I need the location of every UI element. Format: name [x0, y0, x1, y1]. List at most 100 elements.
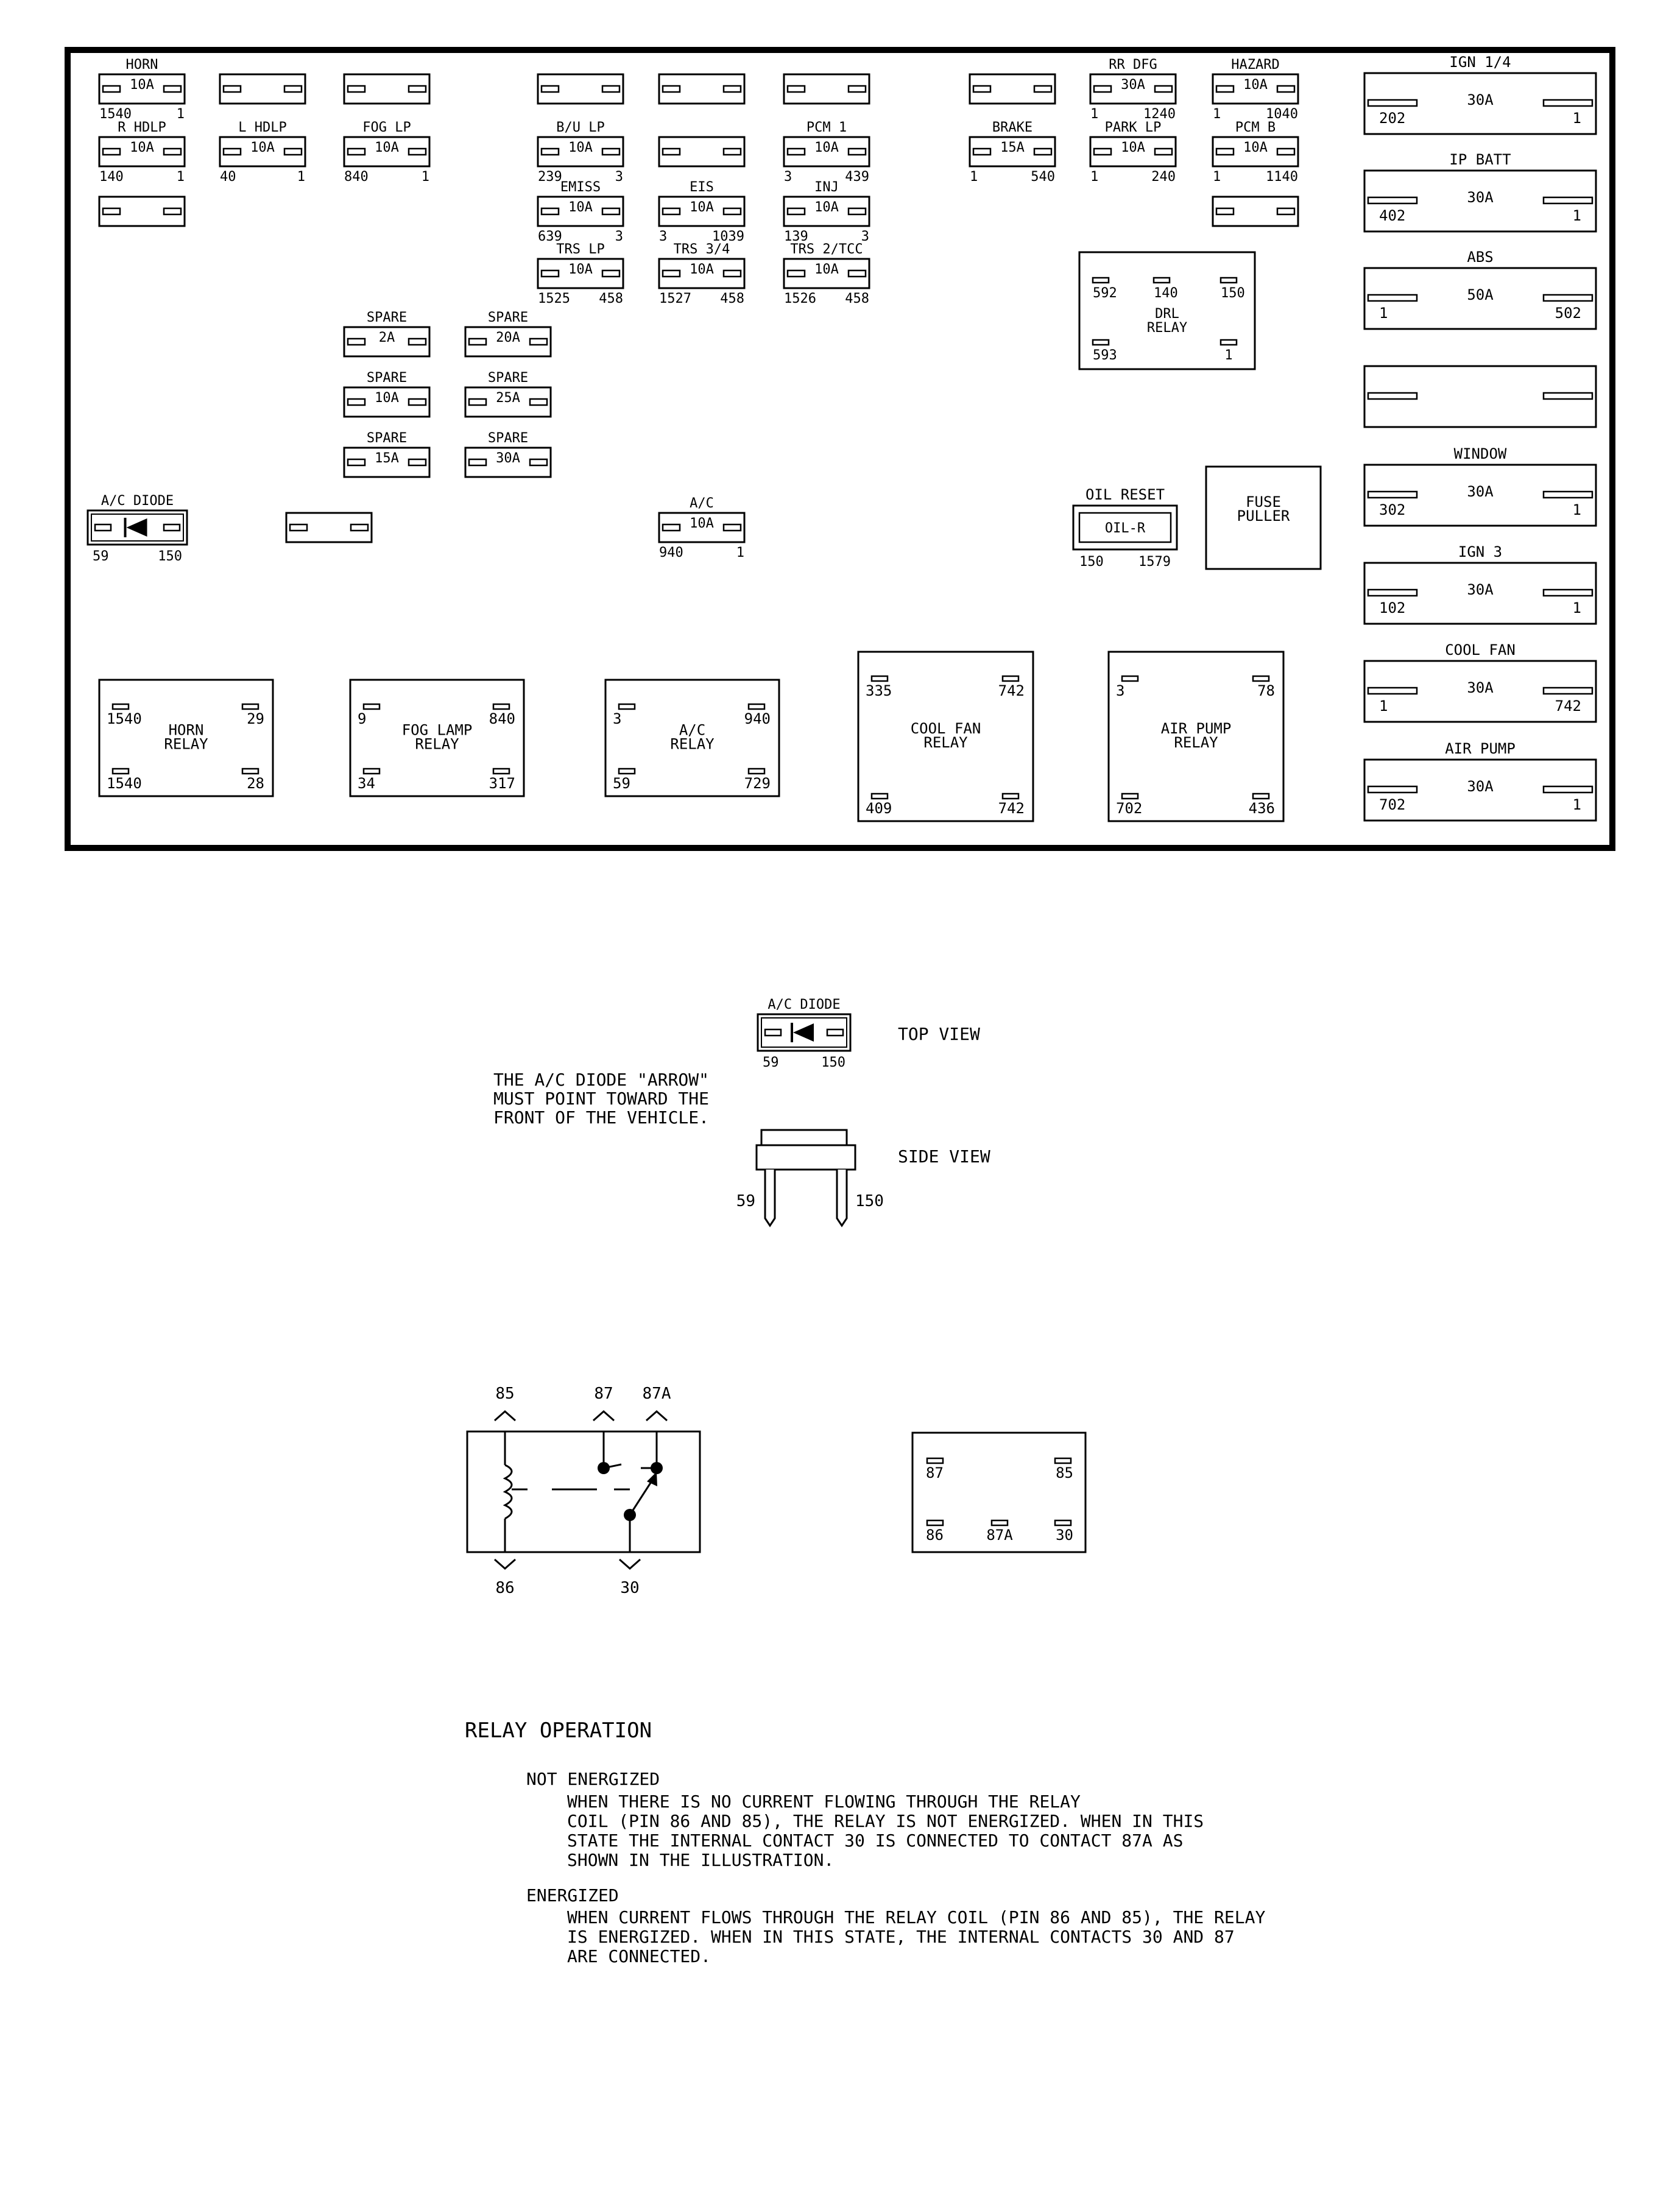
relay-label: A/C [679, 722, 705, 739]
fuse-puller-label: PULLER [1237, 507, 1290, 524]
fuse-body [1212, 73, 1299, 105]
relay-pin-terminal [1219, 277, 1238, 284]
fuse-blade-right [529, 398, 548, 406]
maxi-pin-right: 1 [1573, 796, 1581, 813]
fuse-blade-left [786, 207, 806, 216]
fuse-pin-left: 3 [659, 229, 667, 244]
relay-label: RELAY [415, 736, 459, 753]
fuse-name: PARK LP [1105, 120, 1162, 135]
oil-reset-inner [1078, 512, 1172, 543]
fuse-pin-right: 1 [297, 169, 305, 185]
maxi-pin-left: 302 [1379, 501, 1405, 518]
maxi-pin-right: 1 [1573, 501, 1581, 518]
fuse-blade-left [289, 523, 308, 532]
fuse-pin-right: 1039 [712, 229, 744, 244]
fuse-rating: 10A [1243, 77, 1268, 93]
fuse-blade-right [601, 269, 621, 278]
diode-side-top [760, 1129, 848, 1146]
fuse-blade-right [1154, 85, 1173, 93]
fuse-blade-right [722, 147, 742, 156]
maxi-blade-left [1367, 687, 1418, 695]
fuse-rating: 10A [1243, 140, 1268, 155]
fuse-body [285, 512, 373, 543]
fuse-blade-right [408, 458, 427, 467]
relay-pin-terminal [1001, 675, 1020, 682]
maxi-fuse-body [1363, 169, 1597, 233]
fuse-blade-right [1033, 85, 1053, 93]
fuse-empty-h [969, 73, 1056, 105]
fuse-blade-right [722, 207, 742, 216]
fuse-pin-right: 1040 [1266, 107, 1298, 122]
fuse-blade-right [1154, 147, 1173, 156]
fuse-name: SPARE [488, 370, 528, 386]
relay-pin-label: 593 [1093, 348, 1117, 363]
relay-pin-terminal [1092, 339, 1110, 346]
maxi-blade-left [1367, 785, 1418, 794]
fuse-pin-right: 1 [736, 545, 744, 560]
schematic-pin-86: 86 [495, 1579, 514, 1597]
fuse-pin-right: 1240 [1143, 107, 1176, 122]
side-view-label: SIDE VIEW [898, 1146, 990, 1167]
schematic-pin-30: 30 [620, 1579, 639, 1597]
relay-pin-label: 3 [613, 710, 621, 727]
fuse-blade-right [350, 523, 369, 532]
fuse-blade-left [662, 207, 681, 216]
maxi-fuse-name: IGN 3 [1458, 543, 1502, 560]
relay-pin-terminal [241, 703, 259, 710]
diode-arrow-icon [793, 1023, 814, 1042]
energized-line: ARE CONNECTED. [567, 1946, 711, 1966]
relay-operation-title: RELAY OPERATION [465, 1718, 652, 1743]
fuse-blade-right [163, 147, 182, 156]
maxi-pin-left: 1 [1379, 305, 1388, 322]
fuse-name: L HDLP [238, 120, 286, 135]
fuse-body [1212, 196, 1299, 227]
fuse-name: TRS LP [556, 242, 604, 257]
caret-30 [619, 1558, 641, 1570]
maxi-blade-right [1542, 588, 1594, 597]
relay-body [1078, 251, 1256, 370]
fuse-blade-left [662, 85, 681, 93]
relay-pin-label: 729 [744, 775, 771, 792]
fuse-blade-left [1215, 147, 1235, 156]
relay-label: RELAY [164, 736, 208, 753]
fuse-blade-right [283, 147, 303, 156]
fuse-name: B/U LP [556, 120, 604, 135]
oil-reset-body-label: OIL-R [1105, 521, 1146, 536]
switch-arm [629, 1477, 655, 1516]
relay-pin-terminal [618, 703, 636, 710]
relay-pin-terminal [1054, 1519, 1072, 1527]
maxi-fuse-rating: 30A [1467, 778, 1494, 795]
fuse-rating: 10A [1121, 140, 1145, 155]
oil-reset-pin-left: 150 [1079, 554, 1104, 570]
side-pin-right: 150 [855, 1192, 884, 1210]
relay-pin-terminal [1121, 675, 1139, 682]
fuse-blade-right [722, 523, 742, 532]
fuse-blade-left [347, 458, 366, 467]
relay-label: RELAY [670, 736, 715, 753]
fuse-body [343, 326, 431, 358]
fuse-empty-j [285, 512, 373, 543]
fuse-body [343, 386, 431, 418]
fuse-blade-left [786, 269, 806, 278]
fuse-blade-left [102, 207, 121, 216]
energized-line: IS ENERGIZED. WHEN IN THIS STATE, THE IN… [567, 1927, 1235, 1947]
fuse-body [1089, 136, 1177, 168]
not-energized-heading: NOT ENERGIZED [526, 1769, 660, 1789]
not-energized-line: WHEN THERE IS NO CURRENT FLOWING THROUGH… [567, 1792, 1081, 1812]
relay-pin-terminal [492, 768, 510, 775]
fuse-rating: 10A [568, 200, 593, 215]
fuse-blade-right [601, 147, 621, 156]
relay-pin-label: 940 [744, 710, 771, 727]
maxi-pin-right: 1 [1573, 207, 1581, 224]
